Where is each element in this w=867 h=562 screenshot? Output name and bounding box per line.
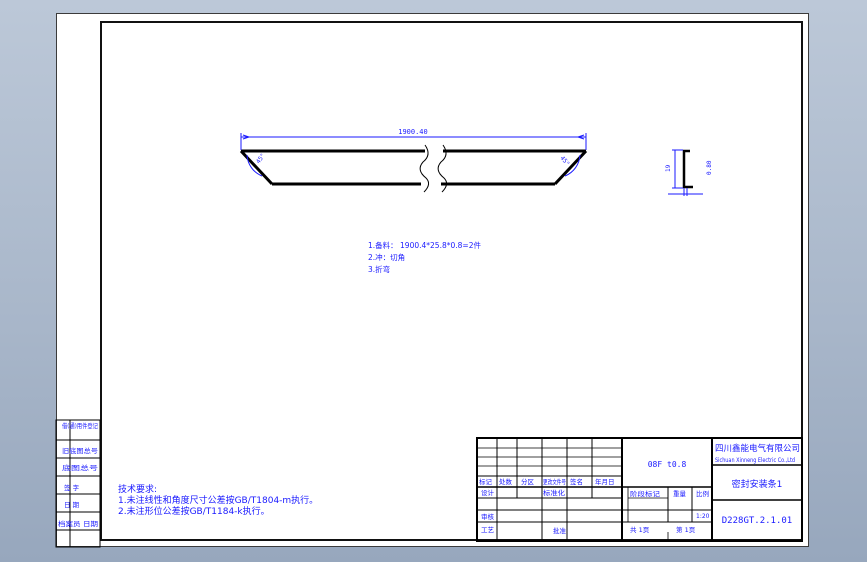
left-angle-arc — [246, 154, 263, 177]
right-angle-arc — [564, 154, 581, 177]
drawing-sheet — [56, 13, 809, 547]
top-dimension-arrow-left — [242, 134, 251, 140]
tb-designer: 设计 — [481, 488, 495, 497]
tb-scale-value: 1:20 — [696, 513, 710, 520]
section-profile — [682, 149, 693, 189]
tb-scale-label: 比例 — [696, 489, 709, 498]
tb-weight: 重量 — [673, 490, 687, 498]
tech-req-item-2: 2.未注形位公差按GB/T1184-k执行。 — [118, 505, 270, 517]
side-row-3: 底图总号 — [62, 463, 99, 472]
title-block — [476, 437, 803, 542]
top-dimension-arrow-right — [576, 134, 585, 140]
top-dimension — [240, 133, 587, 150]
top-dimension-text: 1900.40 — [398, 128, 428, 136]
tb-approve: 批准 — [553, 526, 567, 535]
side-row-2: 旧底图总号 — [62, 446, 99, 455]
section-dimensions — [668, 149, 703, 196]
tb-hdr-mark: 标记 — [479, 477, 493, 486]
tb-hdr-count: 处数 — [499, 477, 513, 486]
tech-req-item-1: 1.未注线性和角度尺寸公差按GB/T1804-m执行。 — [118, 494, 318, 506]
tb-hdr-change-doc: 更改文件号 — [543, 477, 566, 486]
part-chamfer-right — [553, 149, 588, 186]
tb-hdr-zone: 分区 — [521, 477, 535, 486]
tb-drawing-number: D228GT.2.1.01 — [722, 516, 792, 526]
side-row-4: 签 字 — [64, 483, 80, 492]
tb-company-en: Sichuan Xinneng Electric Co.,Ltd — [715, 457, 795, 464]
part-front-view — [239, 144, 588, 193]
tb-part-name: 密封安装条1 — [732, 478, 783, 490]
left-angle-text: 45° — [255, 152, 267, 165]
note-1: 1.备料： 1900.4*25.8*0.8=2件 — [368, 240, 481, 250]
tb-stage-mark: 阶段标记 — [630, 489, 661, 498]
side-row-1: 借(通)用件登记 — [62, 421, 98, 430]
note-2: 2.冲：切角 — [368, 252, 405, 262]
section-dim-thickness-text: 0.80 — [706, 160, 713, 175]
side-panel — [55, 419, 101, 548]
tb-material: 08F t0.8 — [648, 460, 687, 469]
tb-sheet-total: 共 1页 — [630, 525, 650, 534]
note-3: 3.折弯 — [368, 264, 390, 274]
tb-process: 工艺 — [481, 526, 495, 534]
break-line-left — [419, 144, 430, 193]
tb-company-cn: 四川鑫能电气有限公司 — [715, 443, 800, 454]
tech-req-title: 技术要求: — [118, 483, 157, 495]
side-row-6: 档案员 日期 — [58, 519, 99, 528]
section-view — [682, 149, 693, 189]
title-block-border — [476, 437, 803, 542]
side-panel-border — [55, 419, 101, 548]
drawing-frame — [100, 21, 803, 541]
tb-hdr-date: 年月日 — [595, 477, 615, 486]
right-angle-text: 45° — [558, 155, 570, 168]
side-row-5: 日 期 — [64, 501, 80, 509]
part-chamfer-left — [239, 149, 274, 186]
section-dim-height-text: 19 — [665, 164, 672, 172]
tb-checker: 审核 — [481, 512, 495, 521]
break-line-right — [437, 144, 448, 193]
tb-standardization: 标准化 — [543, 488, 566, 497]
tb-sheet-index: 第 1页 — [676, 525, 696, 534]
tb-hdr-sign: 签名 — [570, 477, 583, 486]
